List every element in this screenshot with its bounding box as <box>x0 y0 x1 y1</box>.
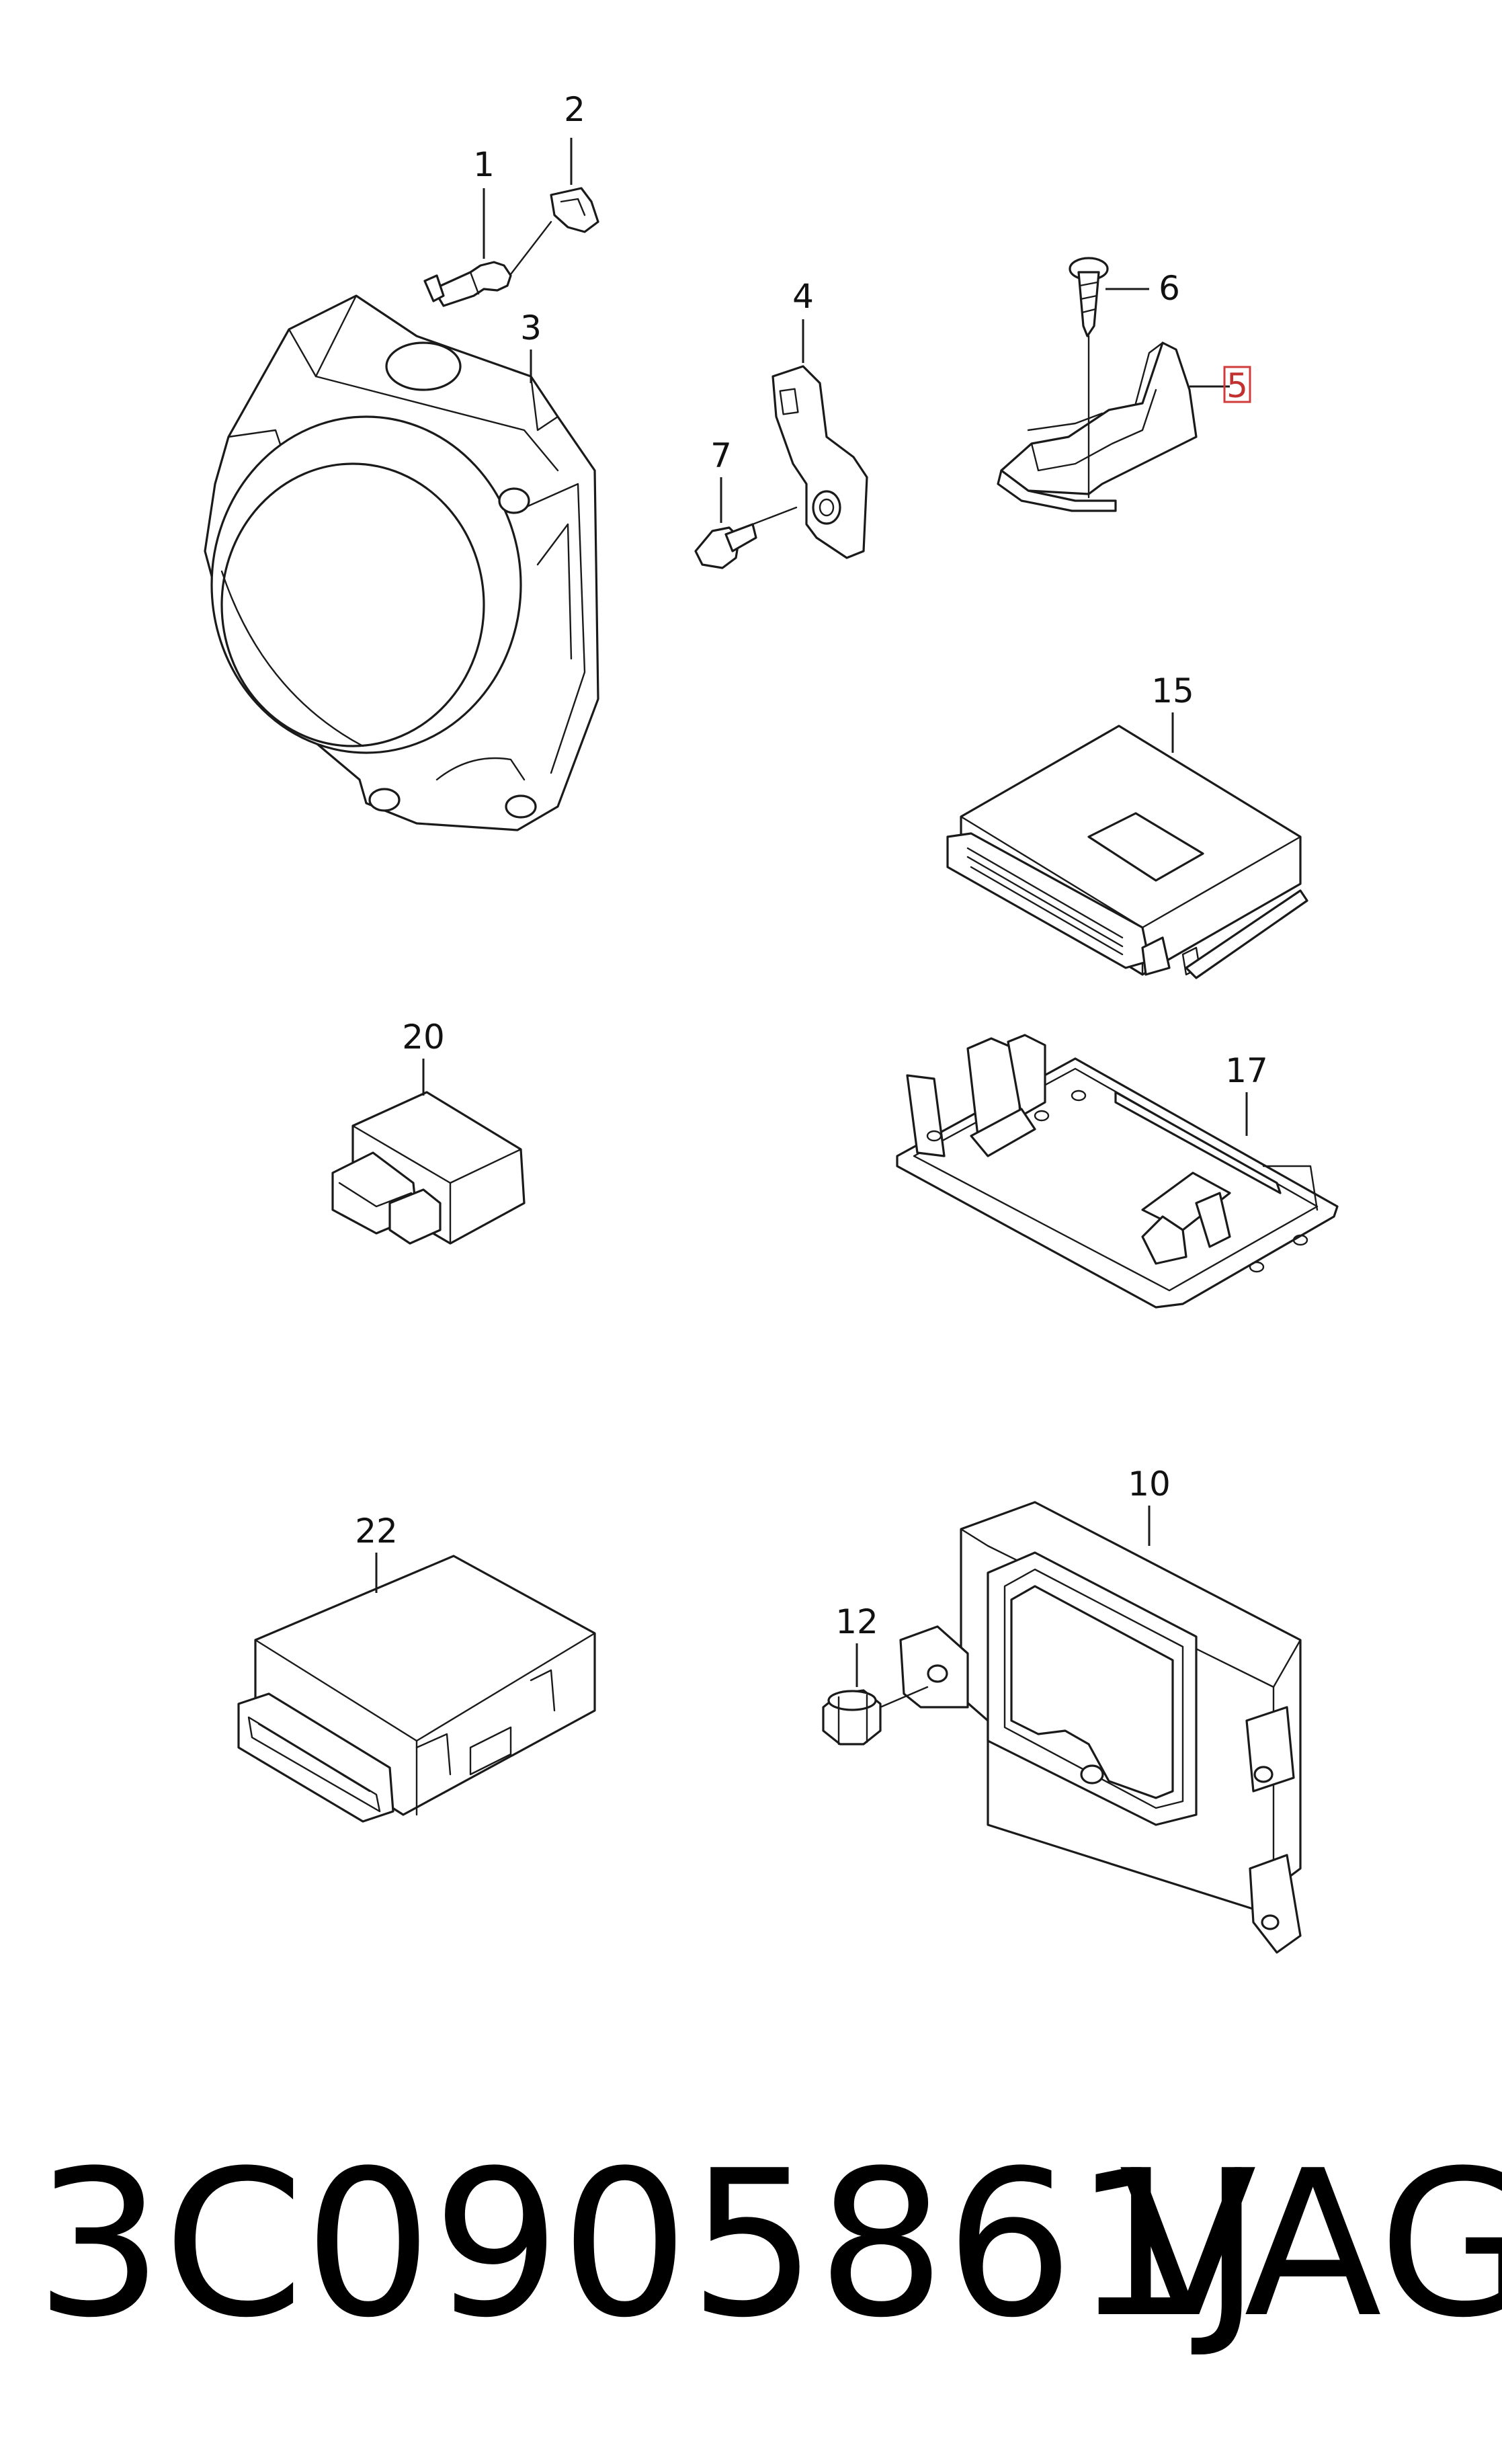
part-1-pin[interactable] <box>423 261 512 307</box>
part-17-tray[interactable] <box>896 1034 1339 1309</box>
callout-10: 10 <box>1128 1465 1171 1504</box>
callout-5[interactable]: 5 <box>1226 366 1248 405</box>
callout-12: 12 <box>835 1602 878 1641</box>
callout-17: 17 <box>1225 1051 1268 1090</box>
part-12-nut[interactable] <box>822 1689 882 1746</box>
callout-6: 6 <box>1159 269 1180 308</box>
callout-1: 1 <box>473 145 495 184</box>
part-3-housing[interactable] <box>204 294 599 831</box>
part-7-bolt[interactable] <box>694 506 798 569</box>
callout-7: 7 <box>710 436 732 475</box>
part-4-bracket[interactable] <box>771 365 868 559</box>
part-5-module[interactable] <box>997 341 1198 512</box>
callout-22: 22 <box>355 1512 398 1551</box>
callout-15: 15 <box>1151 671 1194 710</box>
part-6-screw[interactable] <box>1069 257 1109 337</box>
part-2-clip[interactable] <box>550 187 599 233</box>
callout-2: 2 <box>564 90 585 129</box>
callout-4: 4 <box>792 277 814 316</box>
part-22-module[interactable] <box>237 1555 596 1823</box>
part-10-housing[interactable] <box>899 1501 1302 1954</box>
callout-20: 20 <box>402 1018 445 1057</box>
part-20-relay[interactable] <box>331 1091 526 1245</box>
part-number-label: 3C0905861J <box>35 2127 1261 2362</box>
callout-3: 3 <box>520 309 542 347</box>
callout-5-highlight-box <box>1223 366 1251 403</box>
brand-label: VAG <box>1119 2127 1502 2362</box>
part-15-control-unit[interactable] <box>946 725 1308 979</box>
